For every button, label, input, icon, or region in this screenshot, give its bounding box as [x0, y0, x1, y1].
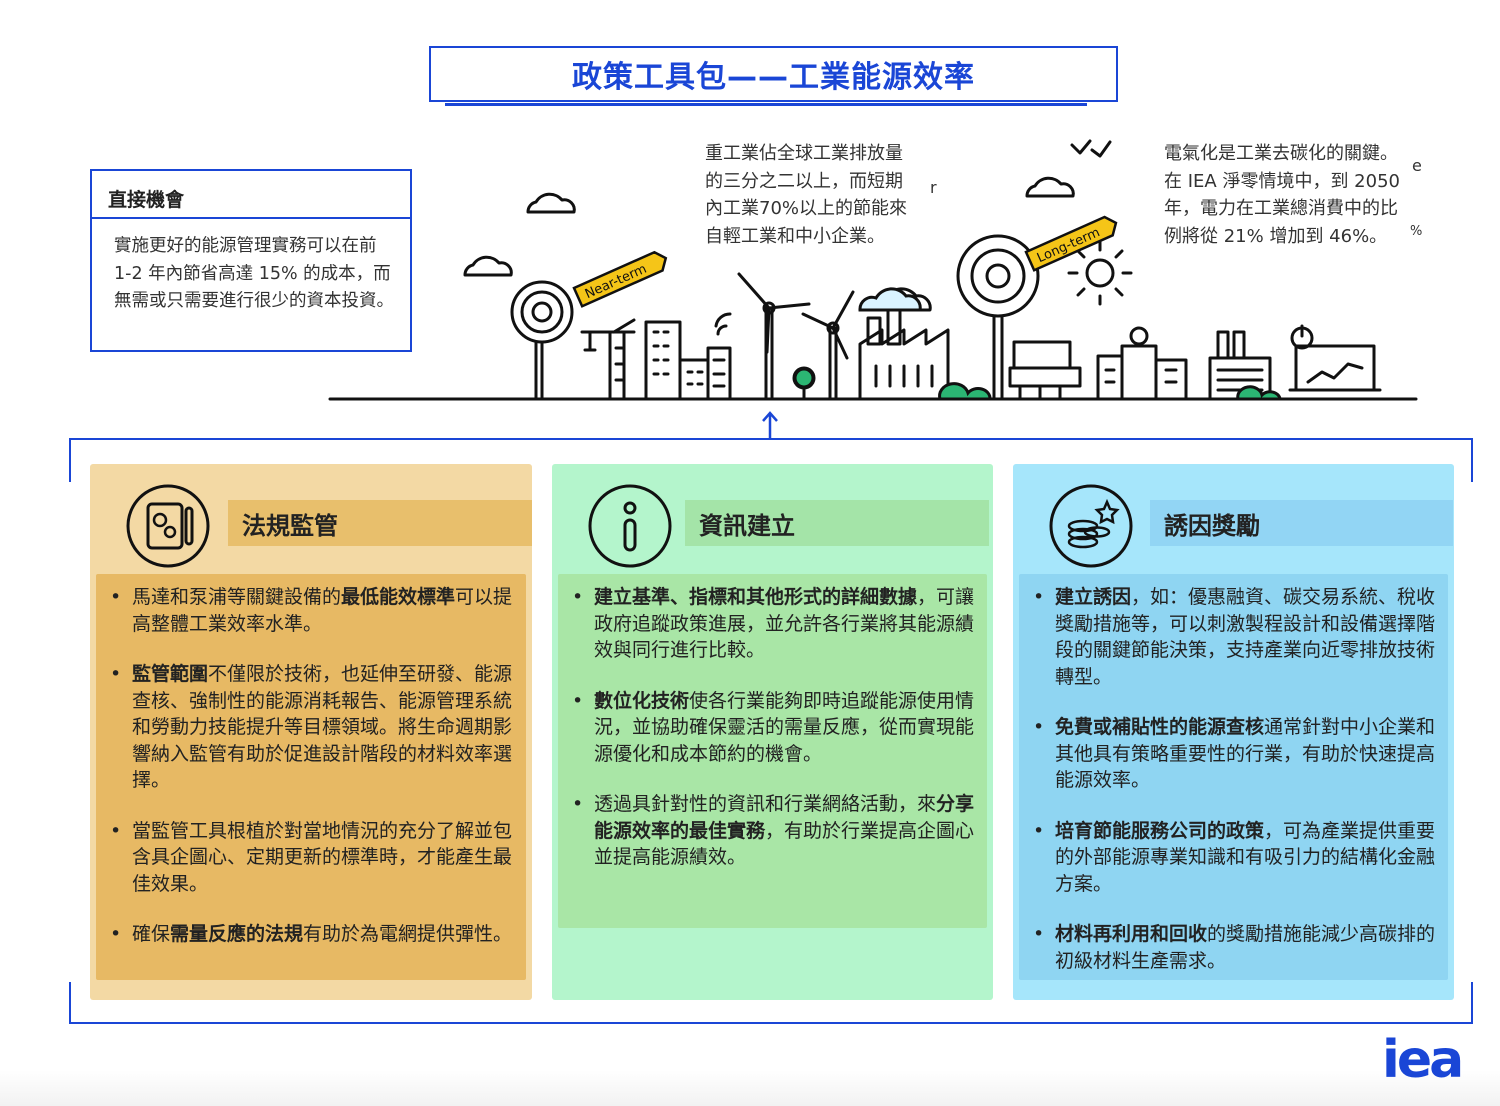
list-item: 建立基準、指標和其他形式的詳細數據，可讓政府追蹤政策進展，並允許各行業將其能源績…: [568, 584, 988, 664]
list-item: 建立誘因，如：優惠融資、碳交易系統、稅收獎勵措施等，可以刺激製程設計和設備選擇階…: [1029, 584, 1453, 690]
list-item: 馬達和泵浦等關鍵設備的最低能效標準可以提高整體工業效率水準。: [106, 584, 526, 637]
regulation-panel: 馬達和泵浦等關鍵設備的最低能效標準可以提高整體工業效率水準。 監管範圍不僅限於技…: [90, 464, 532, 1000]
cloud-icon: [1025, 176, 1075, 198]
information-heading: 資訊建立: [685, 500, 989, 546]
cloud-icon: [463, 255, 513, 277]
info-icon: [588, 484, 672, 568]
title-underline: [445, 103, 1087, 106]
list-item: 當監管工具根植於對當地情況的充分了解並包含具企圖心、定期更新的標準時，才能產生最…: [106, 818, 526, 898]
coins-star-icon: [1049, 484, 1133, 568]
direct-opportunity-heading: 直接機會: [92, 171, 410, 219]
incentives-panel: 建立誘因，如：優惠融資、碳交易系統、稅收獎勵措施等，可以刺激製程設計和設備選擇階…: [1013, 464, 1454, 1000]
up-arrow-icon: [762, 411, 778, 438]
regulation-bullets: 馬達和泵浦等關鍵設備的最低能效標準可以提高整體工業效率水準。 監管範圍不僅限於技…: [106, 584, 526, 972]
cloud-icon: [526, 192, 576, 214]
title-box: 政策工具包——工業能源效率: [429, 46, 1118, 102]
bracket-gap: [60, 482, 80, 982]
list-item: 材料再利用和回收的獎勵措施能減少高碳排的初級材料生產需求。: [1029, 921, 1453, 974]
bracket-gap: [1463, 482, 1483, 982]
bottom-band: [0, 1070, 1500, 1106]
incentives-heading: 誘因獎勵: [1150, 500, 1453, 546]
incentives-bullets: 建立誘因，如：優惠融資、碳交易系統、稅收獎勵措施等，可以刺激製程設計和設備選擇階…: [1029, 584, 1453, 998]
list-item: 透過具針對性的資訊和行業網絡活動，來分享能源效率的最佳實務，有助於行業提高企圖心…: [568, 791, 988, 871]
direct-opportunity-box: 直接機會 實施更好的能源管理實務可以在前 1-2 年內節省高達 15% 的成本，…: [90, 169, 412, 352]
information-panel: 建立基準、指標和其他形式的詳細數據，可讓政府追蹤政策進展，並允許各行業將其能源績…: [552, 464, 993, 1000]
electrification-text: 電氣化是工業去碳化的關鍵。在 IEA 淨零情境中，到 2050 年，電力在工業總…: [1164, 143, 1400, 247]
industry-landscape-illustration: Near-term Long-term: [328, 139, 1418, 401]
regulation-heading: 法規監管: [228, 500, 532, 546]
list-item: 免費或補貼性的能源查核通常針對中小企業和其他具有策略重要性的行業，有助於快速提高…: [1029, 714, 1453, 794]
list-item: 監管範圍不僅限於技術，也延伸至研發、能源查核、強制性的能源消耗報告、能源管理系統…: [106, 661, 526, 794]
stray-char: %: [1410, 224, 1423, 239]
information-bullets: 建立基準、指標和其他形式的詳細數據，可讓政府追蹤政策進展，並允許各行業將其能源績…: [568, 584, 988, 895]
stray-char: r: [930, 178, 937, 197]
list-item: 培育節能服務公司的政策，可為產業提供重要的外部能源專業知識和有吸引力的結構化金融…: [1029, 818, 1453, 898]
direct-opportunity-body: 實施更好的能源管理實務可以在前 1-2 年內節省高達 15% 的成本，而無需或只…: [114, 236, 394, 311]
stray-char: e: [1412, 156, 1422, 175]
list-item: 確保需量反應的法規有助於為電網提供彈性。: [106, 921, 526, 948]
heavy-industry-text: 重工業佔全球工業排放量的三分之二以上，而短期內工業70%以上的節能來自輕工業和中…: [705, 143, 908, 247]
iea-logo: iea: [1382, 1030, 1464, 1090]
list-item: 數位化技術使各行業能夠即時追蹤能源使用情況，並協助確保靈活的需量反應，從而實現能…: [568, 688, 988, 768]
page-title: 政策工具包——工業能源效率: [572, 60, 975, 95]
regulation-device-icon: [126, 484, 210, 568]
